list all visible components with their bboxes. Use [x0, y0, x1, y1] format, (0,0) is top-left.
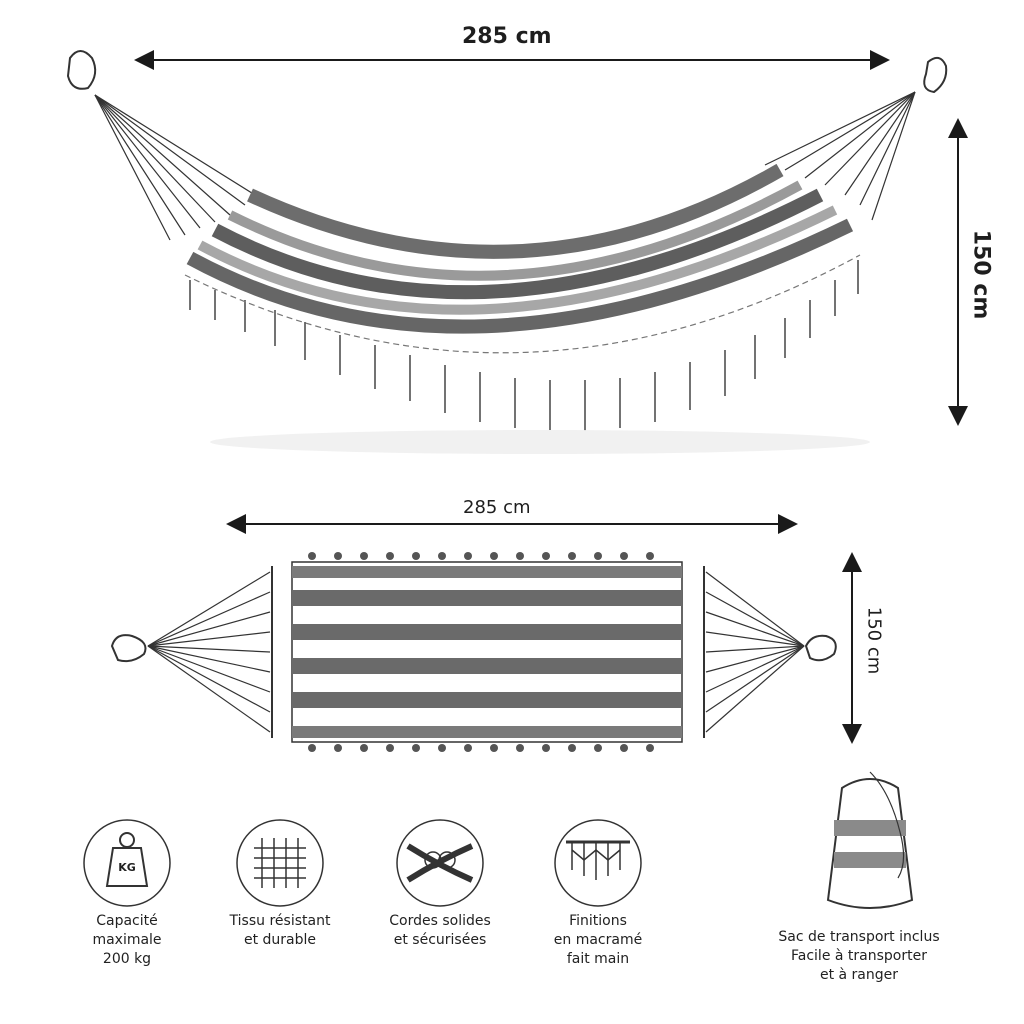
feature-ropes-line1: Cordes solides [389, 913, 491, 929]
flat-right-cords [705, 571, 805, 733]
feature-macrame: Finitions en macramé fait main [544, 912, 652, 969]
carry-bag-icon [826, 771, 914, 909]
feature-capacity-line2: maximale [92, 932, 162, 948]
flat-left-cords [147, 571, 271, 733]
rope-knot-icon [396, 819, 484, 907]
bag-text: Sac de transport inclus Facile à transpo… [770, 928, 948, 985]
weight-icon: KG [83, 819, 171, 907]
flat-tassels [308, 552, 654, 752]
feature-ropes: Cordes solides et sécurisées [376, 912, 504, 950]
left-end-loop [66, 50, 97, 90]
flat-right-loop [804, 634, 837, 662]
ground-shadow [210, 430, 870, 454]
flat-left-loop [110, 634, 147, 663]
fabric-stripes [186, 163, 854, 334]
flat-width-label: 285 cm [463, 497, 531, 518]
feature-capacity: Capacité maximale 200 kg [80, 912, 174, 969]
macrame-edge [184, 254, 861, 354]
hanging-hammock [66, 50, 968, 454]
feature-macrame-line1: Finitions [569, 913, 627, 929]
bag-text-line3: et à ranger [819, 967, 899, 983]
top-width-label: 285 cm [462, 24, 552, 49]
feature-capacity-line1: Capacité [96, 913, 158, 929]
bag-text-line1: Sac de transport inclus [778, 929, 940, 945]
feature-fabric-line2: et durable [243, 932, 317, 948]
bag-text-line2: Facile à transporter [791, 948, 927, 964]
flat-stripes [292, 566, 682, 738]
left-cords [94, 94, 256, 241]
feature-macrame-line2: en macramé [553, 932, 643, 948]
top-height-label: 150 cm [968, 229, 994, 320]
feature-capacity-line3: 200 kg [102, 951, 152, 967]
feature-macrame-line3: fait main [566, 951, 630, 967]
woven-fabric-icon [236, 819, 324, 907]
weight-icon-label: KG [118, 861, 136, 874]
fringe-tassels [189, 260, 859, 432]
macrame-icon [554, 819, 642, 907]
flat-hammock [110, 514, 862, 752]
feature-fabric-line1: Tissu résistant [229, 913, 331, 929]
right-end-loop [923, 56, 948, 94]
feature-ropes-line2: et sécurisées [393, 932, 487, 948]
feature-fabric: Tissu résistant et durable [218, 912, 342, 950]
flat-height-label: 150 cm [863, 606, 885, 675]
right-cords [764, 91, 916, 221]
flat-fabric [291, 561, 683, 743]
